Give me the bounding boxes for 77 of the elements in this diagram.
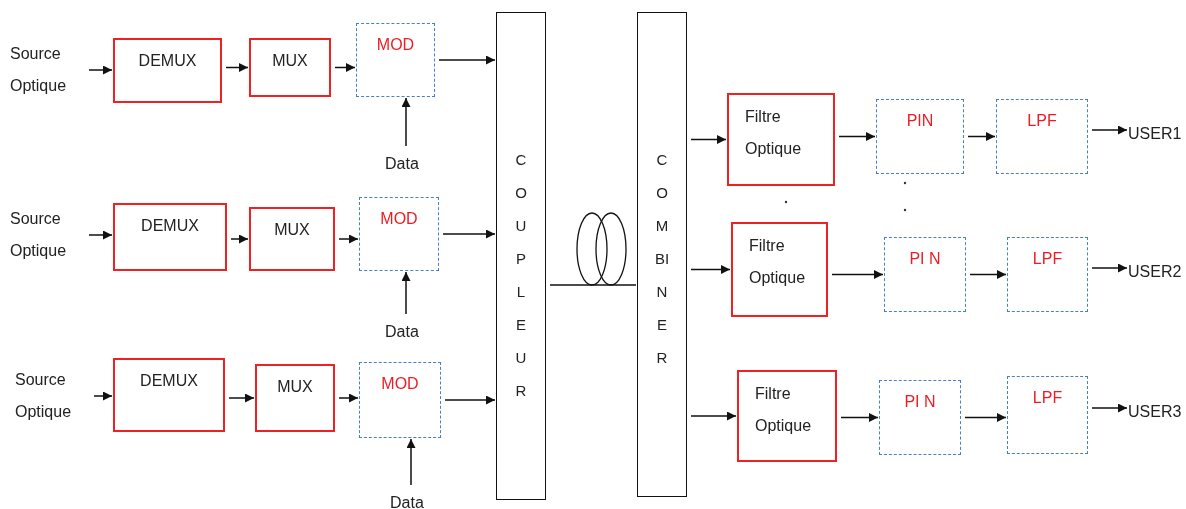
vertical-label: C O M BI N E R: [653, 150, 671, 368]
box-label: PI N: [908, 250, 942, 268]
filter-box: [727, 93, 835, 186]
arrow: [831, 270, 884, 279]
node-label: Source Optique: [10, 38, 85, 102]
node-label: Data: [385, 148, 427, 172]
process-box: [113, 38, 222, 103]
box-label: PIN: [905, 112, 935, 130]
box-label: LPF: [1031, 250, 1064, 268]
box-label: LPF: [1031, 389, 1064, 407]
box-label: DEMUX: [137, 52, 198, 70]
arrow: [1091, 263, 1128, 273]
arrow: [967, 132, 996, 141]
arrow: [690, 135, 727, 144]
arrow: [401, 271, 411, 315]
fiber-line: [549, 284, 637, 286]
arrow: [444, 395, 496, 405]
box-label: MUX: [271, 52, 309, 70]
box-label: LPF: [1026, 112, 1058, 130]
box-label: Filtre Optique: [749, 236, 807, 288]
arrow: [93, 391, 113, 401]
box-label: DEMUX: [140, 217, 200, 235]
box-label: DEMUX: [139, 372, 199, 390]
arrow: [690, 265, 731, 274]
node-label: Data: [385, 316, 427, 340]
box-label: MOD: [379, 210, 419, 228]
dashed-process-box: [884, 237, 966, 312]
arrow: [406, 438, 416, 486]
box-label: PI N: [903, 393, 937, 411]
dashed-process-box: [876, 99, 964, 174]
dashed-process-box: [356, 23, 435, 97]
process-box: [249, 38, 331, 97]
arrow: [838, 132, 876, 141]
arrow: [1091, 125, 1128, 135]
arrow: [338, 393, 359, 403]
dashed-process-box: [359, 197, 439, 271]
filter-box: [731, 222, 828, 317]
arrow: [334, 63, 356, 72]
node-label: USER2: [1128, 256, 1186, 280]
process-box: [249, 207, 335, 271]
arrow: [88, 230, 113, 240]
dashed-process-box: [996, 99, 1088, 174]
node-label: Source Optique: [10, 203, 85, 267]
box-label: MOD: [380, 375, 420, 393]
arrow: [401, 97, 411, 147]
node-label: Data: [390, 487, 432, 509]
box-label: MOD: [375, 36, 416, 54]
box-label: Filtre Optique: [755, 384, 813, 436]
arrow: [964, 413, 1007, 422]
arrow: [228, 393, 255, 403]
filter-box: [737, 370, 837, 462]
node-label: USER3: [1128, 396, 1186, 420]
arrow: [442, 229, 496, 239]
dashed-process-box: [359, 362, 441, 438]
process-box: [255, 364, 335, 432]
dashed-process-box: [879, 380, 961, 455]
node-label: USER1: [1128, 118, 1186, 142]
process-box: [113, 358, 225, 432]
arrow: [338, 234, 359, 244]
arrow: [690, 411, 737, 421]
box-label: MUX: [276, 378, 314, 396]
arrow: [438, 55, 496, 65]
dashed-process-box: [1007, 376, 1088, 454]
arrow: [840, 413, 879, 422]
arrow: [969, 270, 1007, 279]
node-label: Source Optique: [15, 364, 90, 428]
vertical-label: C O U P L E U R: [514, 150, 528, 401]
dashed-process-box: [1007, 237, 1088, 312]
vertical-bar-box: [637, 12, 687, 497]
arrow: [225, 63, 249, 72]
arrow: [1091, 403, 1128, 413]
arrow: [88, 65, 113, 75]
box-label: MUX: [273, 221, 311, 239]
vertical-bar-box: [496, 12, 546, 500]
box-label: Filtre Optique: [745, 107, 803, 159]
arrow: [230, 234, 249, 244]
process-box: [113, 203, 227, 271]
